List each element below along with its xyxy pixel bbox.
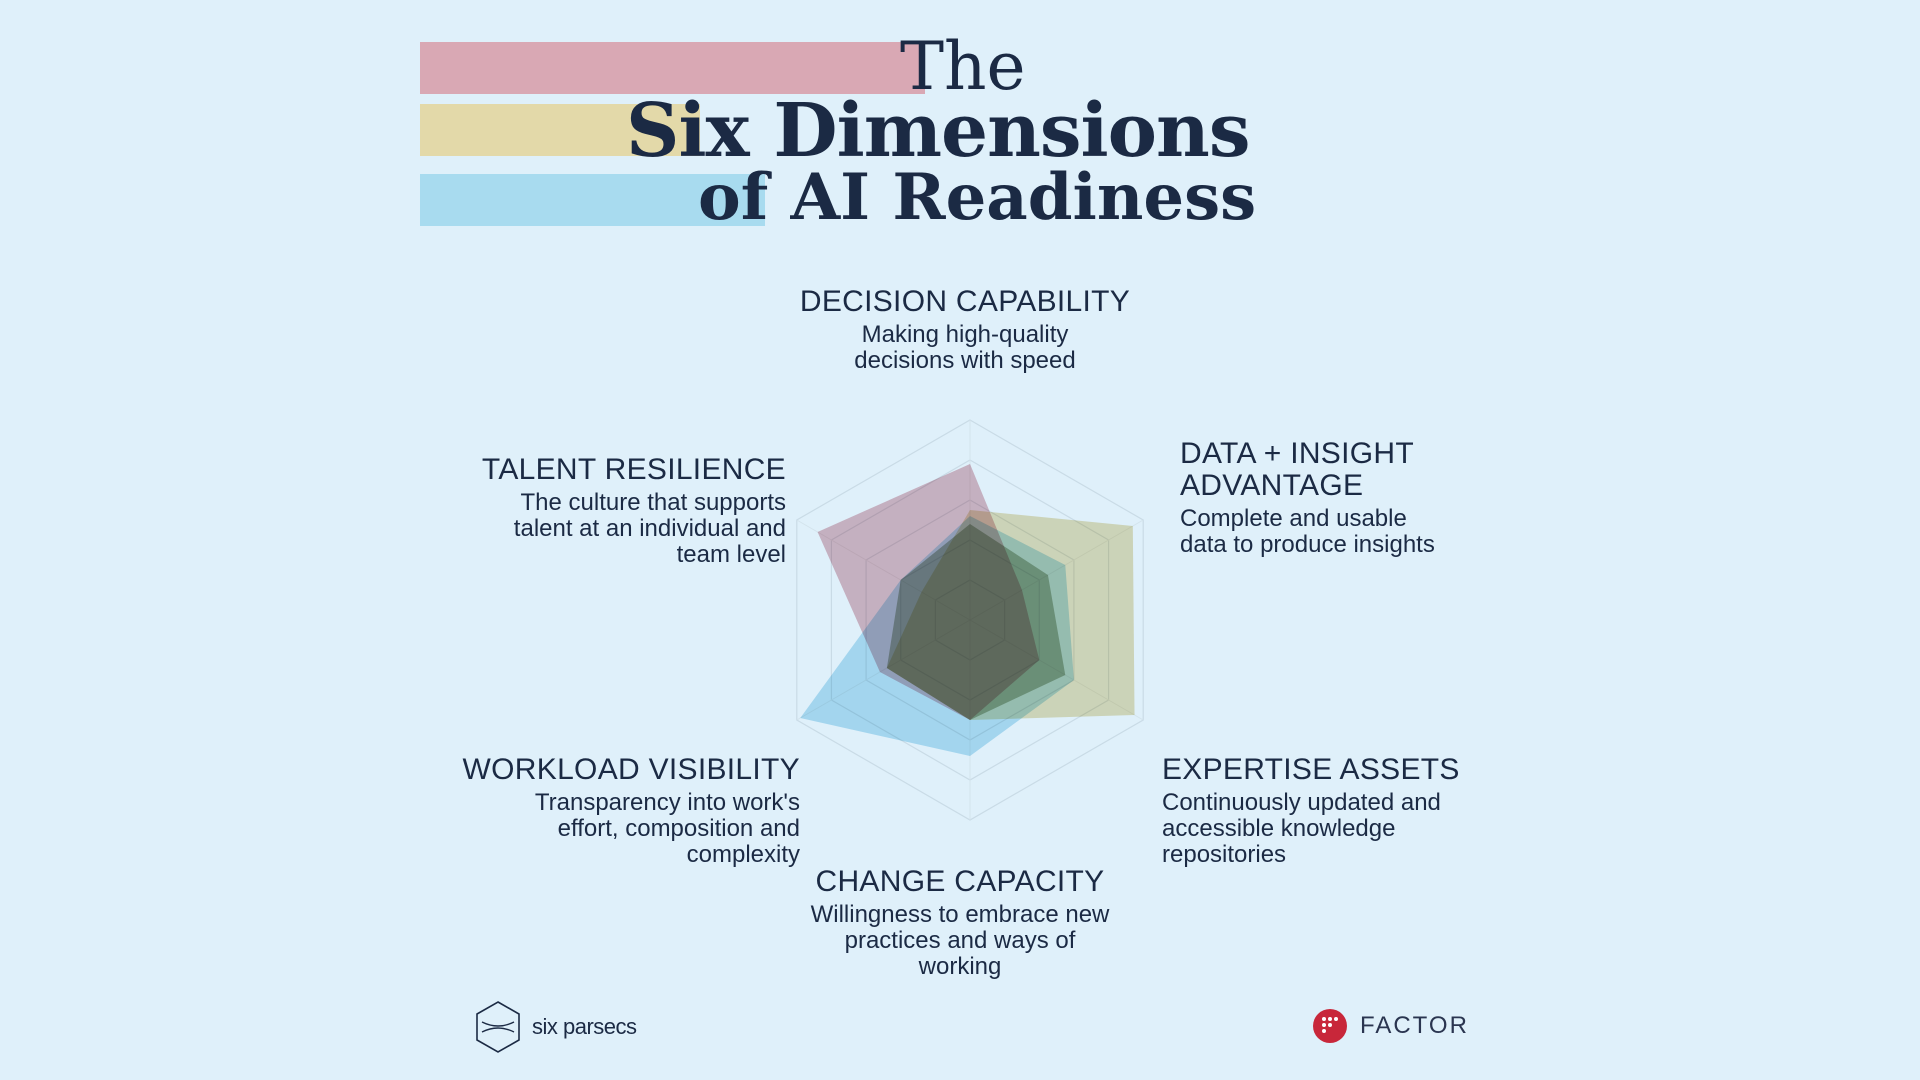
dimension-change-capacity: CHANGE CAPACITY Willingness to embrace n…: [800, 866, 1120, 980]
dimension-description: Transparency into work's effort, composi…: [534, 789, 800, 868]
dimension-decision-capability: DECISION CAPABILITY Making high-quality …: [765, 286, 1165, 374]
title-line-1: The: [900, 28, 1026, 105]
dimension-data-insight: DATA + INSIGHT ADVANTAGE Complete and us…: [1180, 438, 1480, 558]
dimension-workload-visibility: WORKLOAD VISIBILITY Transparency into wo…: [440, 754, 800, 868]
factor-dots-icon: [1313, 1009, 1347, 1043]
dimension-name: EXPERTISE ASSETS: [1162, 753, 1460, 786]
blue-stripe: [420, 174, 765, 226]
dimension-description: Continuously updated and accessible know…: [1162, 789, 1441, 868]
dimension-name: DECISION CAPABILITY: [799, 285, 1131, 318]
dimension-description: Making high-quality decisions with speed: [854, 321, 1076, 374]
factor-logo: FACTOR: [1312, 1008, 1469, 1044]
dimension-name: WORKLOAD VISIBILITY: [462, 753, 800, 786]
radar-chart: [796, 419, 1144, 821]
left-letterbox: [0, 0, 420, 1080]
infographic-poster: The Six Dimensions of AI Readiness DECIS…: [420, 0, 1500, 1080]
radar-series-4: [886, 524, 1066, 720]
title-line-3: of AI Readiness: [698, 160, 1257, 235]
red-stripe: [420, 42, 925, 94]
dimension-expertise-assets: EXPERTISE ASSETS Continuously updated an…: [1162, 754, 1492, 868]
dimension-description: The culture that supports talent at an i…: [513, 489, 786, 568]
hexagon-logo-icon: [476, 1001, 520, 1053]
dimension-name: CHANGE CAPACITY: [815, 865, 1105, 898]
title-line-2: Six Dimensions: [626, 88, 1250, 174]
dimension-description: Complete and usable data to produce insi…: [1180, 505, 1435, 558]
dimension-talent-resilience: TALENT RESILIENCE The culture that suppo…: [470, 454, 786, 568]
dimension-name: DATA + INSIGHT ADVANTAGE: [1180, 437, 1414, 502]
six-parsecs-label: six parsecs: [532, 1014, 637, 1039]
factor-label: FACTOR: [1360, 1012, 1469, 1039]
dimension-name: TALENT RESILIENCE: [481, 453, 786, 486]
six-parsecs-logo: six parsecs: [474, 1000, 637, 1054]
right-letterbox: [1500, 0, 1920, 1080]
yellow-stripe: [420, 104, 700, 156]
dimension-description: Willingness to embrace new practices and…: [810, 901, 1110, 980]
